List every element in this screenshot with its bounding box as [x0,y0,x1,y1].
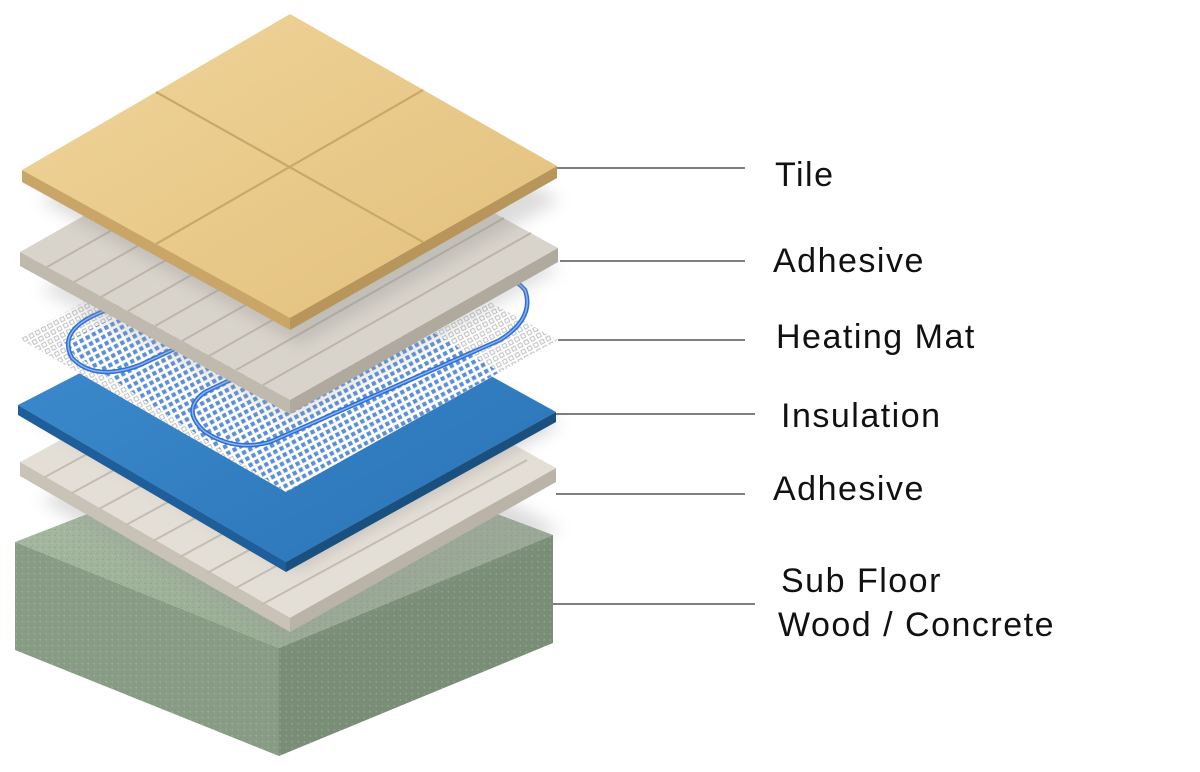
sub-floor-front-texture [15,542,279,756]
tile-right-face [290,166,557,330]
insulation-front-face [18,405,286,572]
insulation-right-face [286,412,556,572]
label-adhesive-top: Adhesive [773,242,925,280]
label-tile: Tile [775,156,835,194]
leader-lines [553,167,755,605]
adhesive-bottom-front-face [20,462,290,632]
adhesive-top-right-face [290,248,558,414]
label-sub-floor-line-1: Sub Floor [781,562,942,600]
adhesive-top-front-face [20,252,290,414]
tile-grout-lines [155,89,424,245]
label-heating-mat: Heating Mat [776,318,976,356]
layer-labels: Tile Adhesive Heating Mat Insulation Adh… [773,156,1055,644]
label-insulation: Insulation [781,397,942,435]
adhesive-bottom-right-face [290,468,556,632]
sub-floor-right-texture [279,535,553,756]
label-adhesive-bottom: Adhesive [773,470,925,508]
tile-layer [22,14,560,345]
label-sub-floor-line-2: Wood / Concrete [778,606,1055,644]
tile-front-face [22,170,290,330]
